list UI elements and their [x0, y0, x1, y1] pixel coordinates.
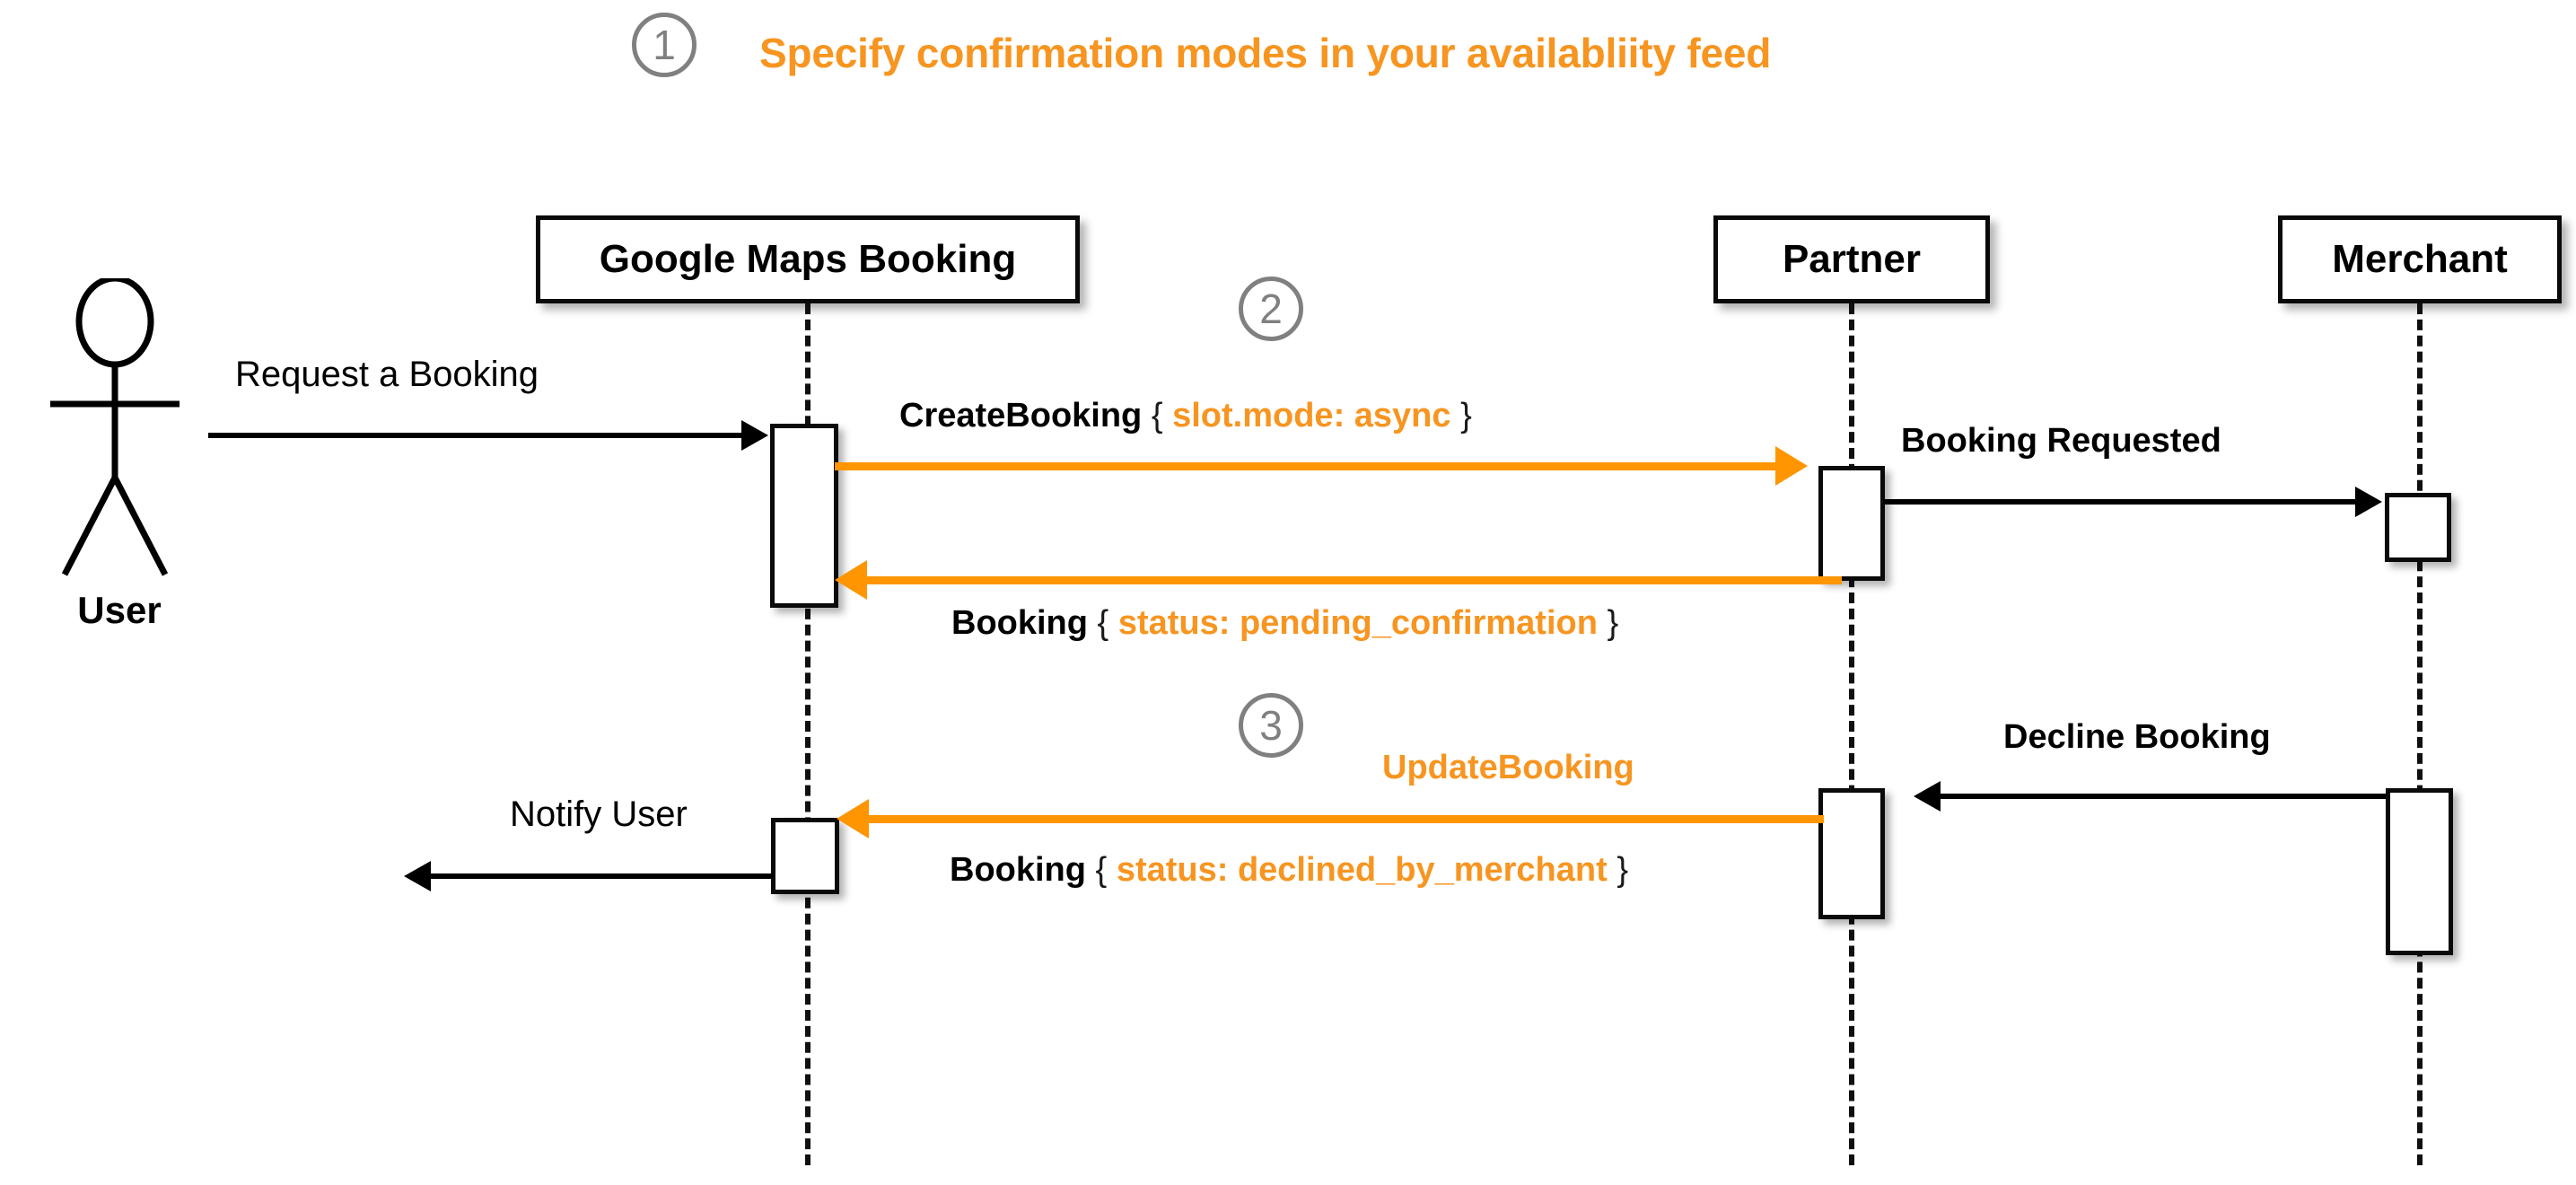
participant-partner[interactable]: Partner: [1713, 215, 1990, 303]
activation-bar-gmb-2: [771, 818, 839, 894]
message-line-booking-pending-confirmation: [863, 576, 1842, 584]
message-prefix-booking-declined: Booking: [950, 851, 1086, 889]
activation-bar-merchant-1: [2385, 493, 2451, 562]
lifeline-partner: [1849, 303, 1854, 1165]
message-label-booking-declined-by-merchant: Booking { status: declined_by_merchant }: [950, 851, 1628, 890]
participant-google-maps-booking[interactable]: Google Maps Booking: [536, 215, 1080, 303]
step-marker-1: 1: [632, 13, 697, 77]
step-marker-2: 2: [1239, 276, 1303, 341]
brace-open-create-booking: {: [1151, 397, 1163, 434]
activation-bar-gmb-1: [770, 424, 838, 608]
lifeline-merchant: [2417, 303, 2423, 1165]
participant-label-partner: Partner: [1782, 237, 1922, 281]
arrow-head-booking-requested: [2355, 487, 2382, 517]
message-line-request-a-booking: [208, 433, 743, 438]
message-label-notify-user: Notify User: [510, 794, 688, 834]
message-label-create-booking: CreateBooking { slot.mode: async }: [899, 397, 1472, 435]
message-line-booking-requested: [1883, 499, 2357, 505]
message-line-create-booking: [835, 462, 1779, 470]
brace-open-booking-declined: {: [1095, 851, 1108, 889]
message-prefix-create-booking: CreateBooking: [899, 397, 1143, 434]
page-title: Specify confirmation modes in your avail…: [759, 30, 1772, 76]
message-prefix-booking-pending: Booking: [951, 604, 1088, 642]
message-line-decline-booking: [1941, 794, 2386, 799]
arrow-head-decline-booking: [1914, 781, 1941, 812]
activation-bar-partner-1: [1818, 466, 1885, 581]
message-label-booking-pending-confirmation: Booking { status: pending_confirmation }: [951, 604, 1618, 643]
lifeline-gmb: [805, 303, 810, 1165]
participant-merchant[interactable]: Merchant: [2278, 215, 2562, 303]
arrow-head-update-booking: [837, 799, 869, 838]
message-value-booking-pending: status: pending_confirmation: [1117, 604, 1598, 642]
brace-close-booking-pending: }: [1607, 604, 1619, 642]
actor-user-label: User: [77, 589, 162, 631]
brace-close-booking-declined: }: [1617, 851, 1629, 889]
brace-open-booking-pending: {: [1097, 604, 1109, 642]
message-label-update-booking: UpdateBooking: [1382, 749, 1634, 786]
step-marker-3: 3: [1239, 693, 1303, 758]
stick-figure-actor-icon: [50, 278, 180, 576]
message-value-create-booking: slot.mode: async: [1172, 397, 1451, 434]
participant-label-merchant: Merchant: [2332, 237, 2508, 281]
arrow-head-create-booking: [1775, 446, 1808, 486]
actor-user: User: [34, 278, 205, 632]
message-label-request-a-booking: Request a Booking: [235, 355, 539, 394]
message-value-booking-declined: status: declined_by_merchant: [1116, 851, 1608, 889]
activation-bar-merchant-2: [2386, 788, 2453, 955]
arrow-head-booking-pending-confirmation: [835, 560, 867, 600]
brace-close-create-booking: }: [1460, 397, 1472, 434]
arrow-head-notify-user: [404, 861, 431, 891]
message-line-notify-user: [431, 873, 774, 879]
message-label-booking-requested: Booking Requested: [1901, 422, 2221, 460]
participant-label-gmb: Google Maps Booking: [599, 237, 1017, 281]
message-label-decline-booking: Decline Booking: [2003, 718, 2271, 756]
arrow-head-request-a-booking: [741, 420, 768, 451]
message-line-update-booking: [867, 815, 1824, 823]
activation-bar-partner-2: [1818, 788, 1885, 919]
